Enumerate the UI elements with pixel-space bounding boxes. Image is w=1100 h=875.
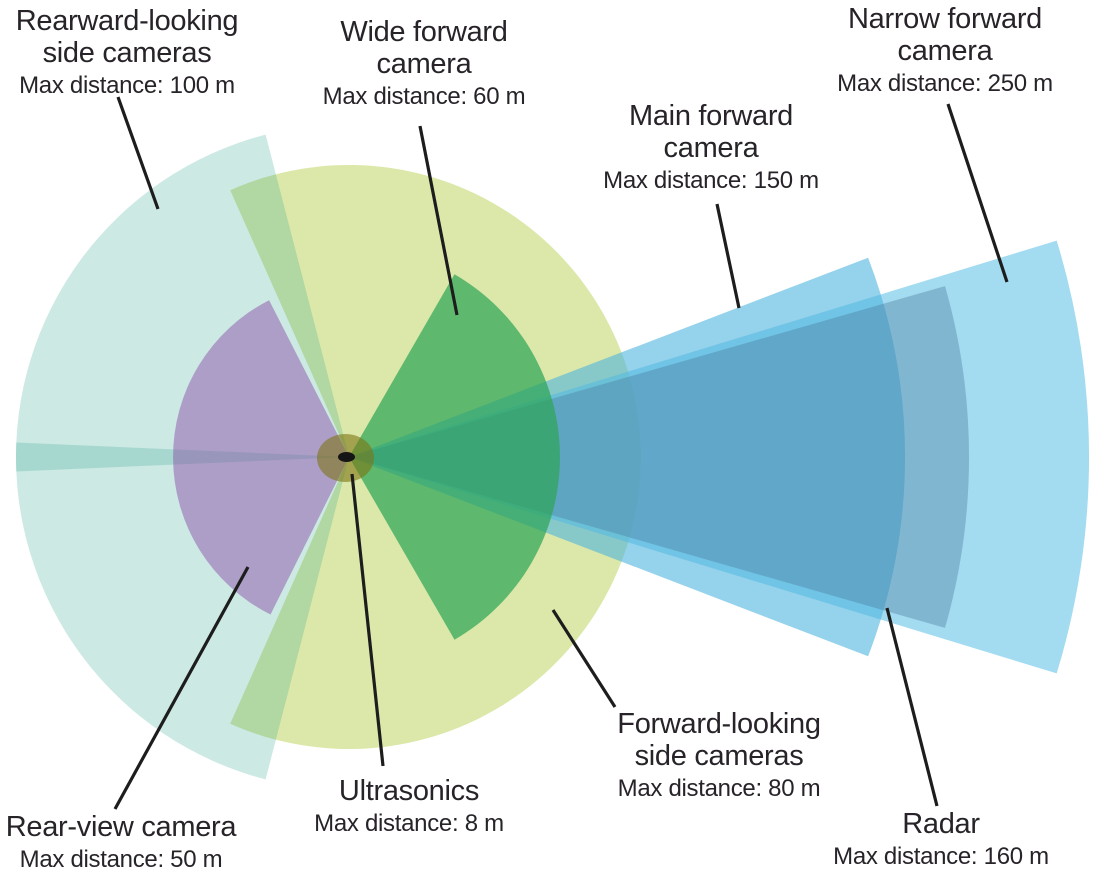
wide-forward-camera-leader-line — [418, 125, 459, 316]
ultrasonics-label-title: Ultrasonics — [338, 775, 480, 807]
wide-forward-camera-label-title: Wide forward — [340, 16, 508, 48]
narrow-forward-camera-label-title: camera — [897, 35, 993, 67]
rearward-looking-side-cameras-label-title: side cameras — [42, 37, 212, 69]
forward-looking-side-cameras-label-title: Forward-looking — [617, 708, 821, 740]
ultrasonics-label-max-distance: Max distance: 8 m — [314, 810, 504, 837]
main-forward-camera-coverage-area — [349, 257, 906, 657]
rear-view-camera-label-title: Rear-view camera — [5, 811, 237, 843]
main-forward-camera-label-max-distance: Max distance: 150 m — [603, 167, 819, 194]
main-forward-camera-label-title: camera — [663, 132, 759, 164]
rear-view-camera-label-max-distance: Max distance: 50 m — [19, 846, 223, 873]
wide-forward-camera-coverage-area — [349, 274, 560, 640]
forward-looking-side-cameras-leader-line — [551, 609, 617, 708]
main-forward-camera-label-title: Main forward — [628, 100, 793, 132]
radar-label-max-distance: Max distance: 160 m — [833, 843, 1049, 870]
forward-looking-side-cameras-label-max-distance: Max distance: 80 m — [617, 775, 821, 802]
narrow-forward-camera-label-title: Narrow forward — [847, 3, 1042, 35]
vehicle-marker — [338, 452, 355, 462]
forward-looking-side-cameras-label-title: side cameras — [634, 740, 804, 772]
main-forward-camera-leader-line — [715, 203, 741, 309]
radar-label-title: Radar — [902, 808, 980, 840]
ultrasonics-leader-line — [350, 473, 385, 767]
rear-view-camera-coverage-area — [173, 300, 349, 615]
radar-coverage-area — [349, 286, 970, 628]
rearward-looking-side-cameras-label-max-distance: Max distance: 100 m — [19, 72, 235, 99]
radar-leader-line — [885, 607, 939, 807]
wide-forward-camera-label-max-distance: Max distance: 60 m — [322, 83, 526, 110]
rearward-looking-side-cameras-label-title: Rearward-looking — [15, 5, 239, 37]
narrow-forward-camera-leader-line — [946, 103, 1009, 283]
rear-view-camera-leader-line — [113, 566, 250, 810]
narrow-forward-camera-label-max-distance: Max distance: 250 m — [837, 70, 1053, 97]
rearward-looking-side-cameras-leader-line — [116, 96, 160, 210]
wide-forward-camera-label-title: camera — [376, 48, 472, 80]
